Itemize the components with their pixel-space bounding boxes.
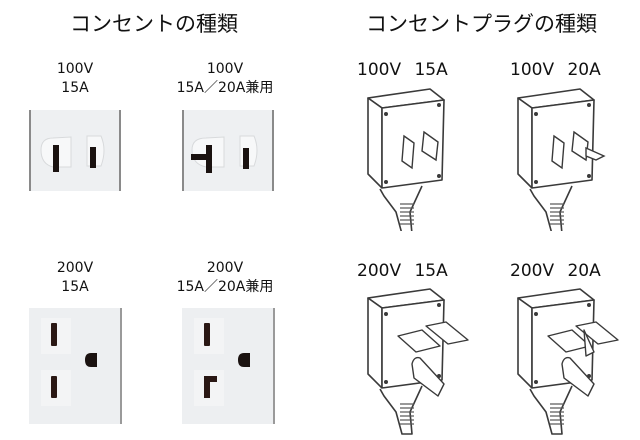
outlet-200v-15a — [29, 308, 122, 424]
current-text: 15A — [61, 279, 89, 295]
plugs-section-title: コンセントプラグの種類 — [366, 12, 597, 36]
outlets-section-title: コンセントの種類 — [70, 12, 238, 36]
outlet-label-200v-15a: 200V 15A — [30, 259, 120, 297]
outlet-label-200v-15a-20a: 200V 15A／20A兼用 — [160, 259, 290, 297]
outlet-label-100v-15a-20a: 100V 15A／20A兼用 — [160, 60, 290, 98]
outlet-label-100v-15a: 100V 15A — [30, 60, 120, 98]
current-text: 15A／20A兼用 — [176, 279, 274, 295]
voltage-text: 100V — [56, 61, 94, 77]
outlet-200v-15a-20a-icon — [194, 318, 250, 406]
outlet-100v-15a-icon — [40, 135, 105, 172]
plug-label-200v-15a: 200V 15A — [357, 261, 448, 281]
outlet-100v-15a-20a-icon — [191, 135, 258, 173]
outlet-100v-15a — [29, 110, 121, 191]
voltage-text: 200V — [56, 260, 94, 276]
current-text: 15A／20A兼用 — [176, 80, 274, 96]
plug-200v-15a-icon — [367, 288, 469, 435]
plug-label-100v-15a: 100V 15A — [357, 60, 448, 80]
plug-label-200v-20a: 200V 20A — [510, 261, 601, 281]
outlet-200v-15a-icon — [41, 318, 97, 406]
voltage-text: 200V — [206, 260, 244, 276]
plug-label-100v-20a: 100V 20A — [510, 60, 601, 80]
plug-100v-20a-icon — [517, 88, 606, 231]
outlet-200v-15a-20a — [182, 308, 275, 424]
voltage-text: 100V — [206, 61, 244, 77]
current-text: 15A — [61, 80, 89, 96]
plug-100v-15a-icon — [367, 88, 445, 231]
outlet-100v-15a-20a — [182, 110, 274, 191]
plug-200v-20a-icon — [517, 288, 619, 435]
